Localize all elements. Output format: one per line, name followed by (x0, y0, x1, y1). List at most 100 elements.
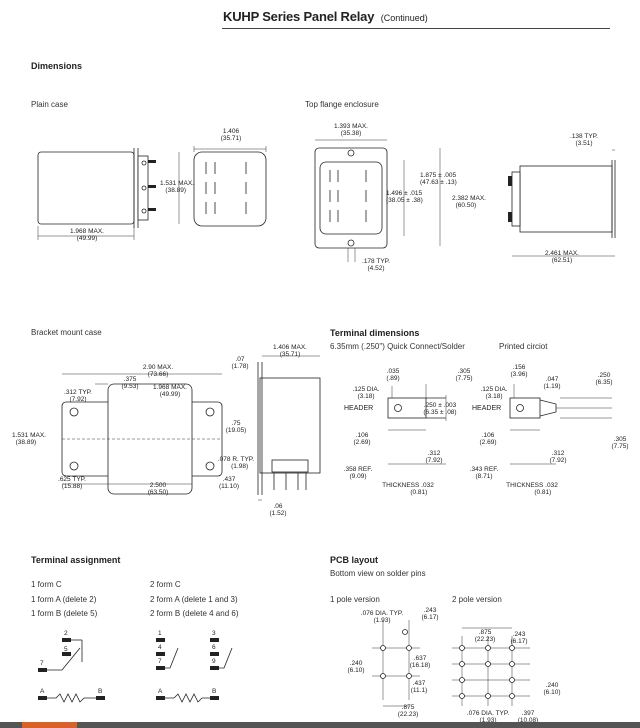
bracket-dim-06-mm: (1.52) (269, 510, 287, 517)
flange-dim-1496-in: 1.496 ± .015 (386, 190, 423, 197)
assignment-right-item: 2 form C (150, 580, 181, 589)
pc-dim-312: .312(7.92) (546, 450, 570, 464)
qc-dim-250-in: .250 ± .003 (423, 402, 457, 409)
pcb2-dim-243: .243(6.17) (506, 631, 532, 645)
assignment-right-list: 2 form C 2 form A (delete 1 and 3) 2 for… (150, 578, 239, 622)
bracket-dim-290: 2.90 MAX.(73.66) (130, 364, 186, 378)
qc-dim-125-in: .125 DIA. (352, 386, 380, 393)
bracket-dim-1968-in: 1.968 MAX. (153, 384, 187, 391)
bracket-dim-290-mm: (73.66) (147, 371, 169, 378)
plain-dim-1406: 1.406(35.71) (196, 128, 266, 142)
assignment-left-item: 1 form C (31, 580, 62, 589)
plain-dim-1968-mm: (49.99) (76, 235, 98, 242)
bracket-dim-06-in: .06 (273, 503, 283, 510)
pcb2-dim-243-mm: (6.17) (510, 638, 528, 645)
flange-dim-1496: 1.496 ± .015(38.05 ± .38) (386, 190, 423, 204)
qc-dim-358-mm: (9.09) (349, 473, 367, 480)
pcb1-dim-240: .240(6.10) (344, 660, 368, 674)
two-pole-label: 2 pole version (452, 595, 502, 604)
footer-accent (22, 722, 77, 728)
pin-label-a-right: A (158, 688, 163, 695)
qc-dim-312-mm: (7.92) (425, 457, 443, 464)
one-pole-label: 1 pole version (330, 595, 380, 604)
pc-dim-047: .047(1.19) (540, 376, 564, 390)
pcb2-dim-240-mm: (6.10) (543, 689, 561, 696)
bracket-dim-375: .375(9.53) (110, 376, 150, 390)
bracket-dim-1531-in: 1.531 MAX. (12, 432, 46, 439)
pcb1-dim-240-in: .240 (349, 660, 363, 667)
qc-dim-358: .358 REF.(9.09) (340, 466, 376, 480)
pin-label-7: 7 (40, 660, 44, 667)
bracket-dim-1968: 1.968 MAX.(49.99) (142, 384, 198, 398)
qc-dim-125-mm: (3.18) (357, 393, 375, 400)
pcb2-dim-076-in: .076 DIA. TYP. (466, 710, 510, 717)
bracket-dim-312-in: .312 TYP. (64, 389, 92, 396)
pcb1-dim-076-mm: (1.93) (373, 617, 391, 624)
pcb2-dim-076-mm: (1.93) (479, 717, 497, 724)
qc-thickness-mm: (0.81) (410, 489, 428, 496)
flange-dim-138: .138 TYP.(3.51) (564, 133, 604, 147)
plain-dim-1406-in: 1.406 (222, 128, 240, 135)
bracket-dim-1531-mm: (38.89) (15, 439, 37, 446)
flange-dim-178-in: .178 TYP. (362, 258, 390, 265)
pcb2-dim-875: .875(22.23) (470, 629, 500, 643)
pcb-layout-heading: PCB layout (330, 555, 379, 565)
qc-dim-305-mm: (7.75) (455, 375, 473, 382)
pc-dim-156: .156(3.96) (506, 364, 532, 378)
assignment-right-item: 2 form B (delete 4 and 6) (150, 609, 239, 618)
quick-connect-label: 6.35mm (.250") Quick Connect/Solder (330, 342, 465, 351)
flange-dim-1496-mm: (38.05 ± .38) (386, 197, 423, 204)
header-rule (222, 28, 610, 29)
bracket-dim-078: .078 R. TYP. (1.98) (214, 456, 258, 470)
page-subtitle: (Continued) (380, 13, 428, 23)
flange-dim-138-in: .138 TYP. (570, 133, 598, 140)
qc-dim-305: .305(7.75) (452, 368, 476, 382)
pcb1-dim-875-in: .875 (401, 704, 415, 711)
pin-label-2: 2 (64, 630, 68, 637)
pin-label-4: 4 (158, 644, 162, 651)
pcb2-dim-240: .240(6.10) (540, 682, 564, 696)
page-header: KUHP Series Panel Relay (Continued) (223, 8, 428, 26)
pin-label-a: A (40, 688, 45, 695)
pcb1-dim-437: .437(11.1) (406, 680, 432, 694)
flange-dim-1393-in: 1.393 MAX. (334, 123, 368, 130)
pc-dim-156-mm: (3.96) (510, 371, 528, 378)
pcb2-dim-240-in: .240 (545, 682, 559, 689)
qc-dim-312: .312(7.92) (422, 450, 446, 464)
plain-dim-1968-in: 1.968 MAX. (70, 228, 104, 235)
bracket-dim-375-mm: (9.53) (121, 383, 139, 390)
pc-dim-250-mm: (6.35) (595, 379, 613, 386)
bracket-dim-078-mm: (1.98) (231, 463, 249, 470)
pcb1-dim-243-mm: (6.17) (421, 614, 439, 621)
pcb1-dim-240-mm: (6.10) (347, 667, 365, 674)
pcb2-dim-875-mm: (22.23) (474, 636, 496, 643)
plain-dim-1531: 1.531 MAX. (38.89) (160, 180, 194, 194)
bracket-dim-312: .312 TYP.(7.92) (60, 389, 96, 403)
qc-dim-250: .250 ± .003(6.35 ± .08) (416, 402, 464, 416)
pcb1-dim-076: .076 DIA. TYP.(1.93) (356, 610, 408, 624)
pin-label-b-right: B (212, 688, 217, 695)
flange-dim-2461-mm: (62.51) (551, 257, 573, 264)
pcb2-dim-243-in: .243 (512, 631, 526, 638)
assignment-left-list: 1 form C 1 form A (delete 2) 1 form B (d… (31, 578, 97, 622)
pcb1-dim-437-mm: (11.1) (410, 687, 428, 694)
assignment-left-item: 1 form B (delete 5) (31, 609, 98, 618)
bracket-dim-1406-mm: (35.71) (279, 351, 301, 358)
bracket-dim-1531: 1.531 MAX. (38.89) (12, 432, 46, 446)
pin-label-3: 3 (212, 630, 216, 637)
flange-dim-2461: 2.461 MAX.(62.51) (532, 250, 592, 264)
bracket-dim-078-in: .078 R. TYP. (217, 456, 255, 463)
flange-dim-2382-mm: (60.50) (455, 202, 477, 209)
pc-dim-106-mm: (2.69) (479, 439, 497, 446)
bracket-mount-label: Bracket mount case (31, 328, 102, 337)
pc-dim-312-in: .312 (551, 450, 565, 457)
bracket-dim-07-mm: (1.78) (231, 363, 249, 370)
flange-dim-2461-in: 2.461 MAX. (545, 250, 579, 257)
flange-dim-2382: 2.382 MAX. (60.50) (452, 195, 486, 209)
pcb1-dim-243: .243(6.17) (418, 607, 442, 621)
pc-dim-125: .125 DIA.(3.18) (474, 386, 514, 400)
bracket-dim-375-in: .375 (123, 376, 137, 383)
pc-dim-343-in: .343 REF. (469, 466, 499, 473)
